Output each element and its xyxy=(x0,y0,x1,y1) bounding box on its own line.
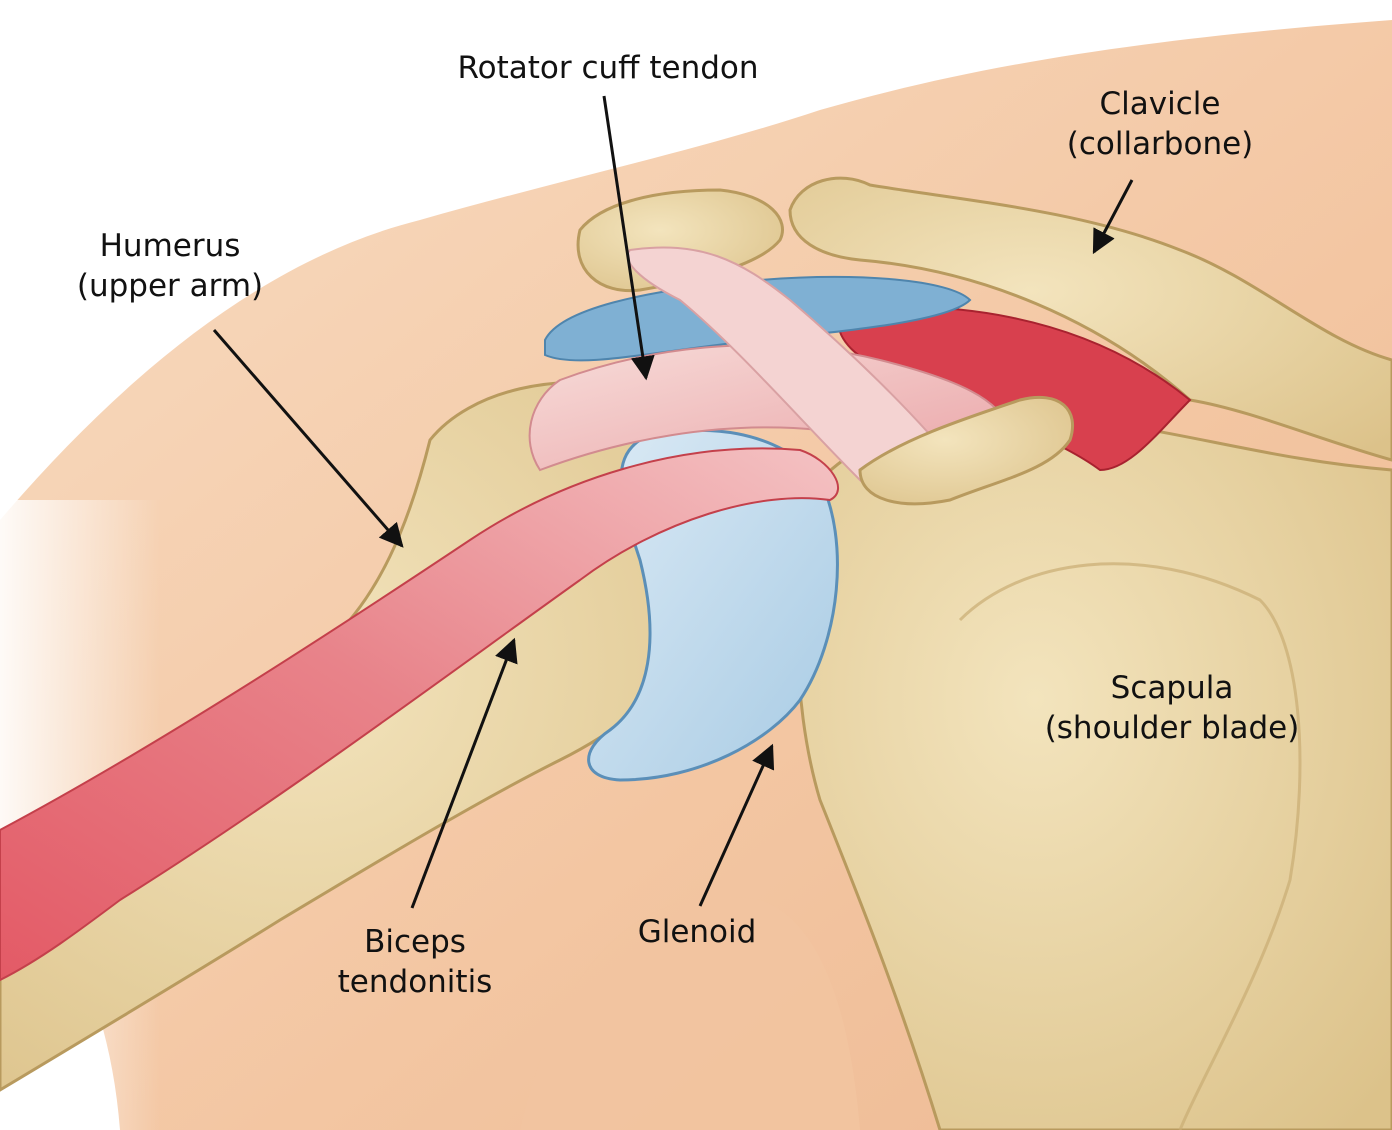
label-humerus-line1: Humerus xyxy=(99,228,241,264)
label-clavicle-line2: (collarbone) xyxy=(1066,126,1254,162)
arrow-biceps xyxy=(410,637,518,909)
label-humerus: Humerus (upper arm) xyxy=(50,226,290,306)
arrow-clavicle xyxy=(1092,179,1134,255)
label-glenoid: Glenoid xyxy=(612,912,782,952)
label-biceps-line2: tendonitis xyxy=(337,964,493,1000)
label-clavicle-line1: Clavicle xyxy=(1099,86,1221,122)
label-clavicle: Clavicle (collarbone) xyxy=(1040,84,1280,164)
arrow-rotator-cuff xyxy=(602,95,655,381)
arrow-humerus xyxy=(212,329,404,548)
label-scapula-line1: Scapula xyxy=(1110,670,1234,706)
label-scapula: Scapula (shoulder blade) xyxy=(1022,668,1322,748)
label-scapula-line2: (shoulder blade) xyxy=(1044,710,1300,746)
armpit-shadow xyxy=(520,896,860,1130)
biceps-muscle xyxy=(0,447,840,982)
label-biceps-tendonitis: Biceps tendonitis xyxy=(310,922,520,1002)
label-biceps-line1: Biceps xyxy=(364,924,466,960)
scapula-ridge xyxy=(958,562,1302,1130)
coracoid-process xyxy=(858,395,1075,506)
label-humerus-line2: (upper arm) xyxy=(76,268,264,304)
clavicle-bone xyxy=(788,176,1392,462)
label-glenoid-text: Glenoid xyxy=(637,914,757,950)
label-rotator-cuff-text: Rotator cuff tendon xyxy=(457,50,759,86)
label-rotator-cuff-tendon: Rotator cuff tendon xyxy=(428,48,788,88)
arrow-glenoid xyxy=(698,743,775,907)
